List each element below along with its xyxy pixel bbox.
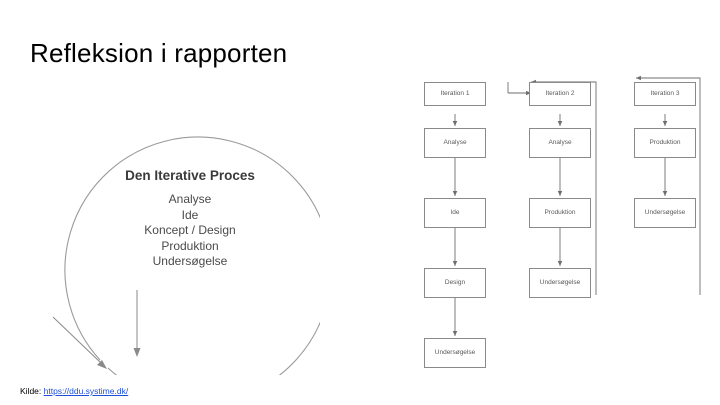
flow-box-iteration1-analyse: Analyse [424,128,486,158]
circle-step-analyse: Analyse [168,192,212,206]
iteration-flowchart: Iteration 1 Analyse Ide Design Undersøge… [400,70,710,390]
source-link[interactable]: https://ddu.systime.dk/ [43,386,129,396]
tail-arrow-head [97,360,107,369]
flow-box-iteration2-undersoegelse: Undersøgelse [529,268,591,298]
flow-header-iteration-1: Iteration 1 [424,82,486,106]
circle-step-ide: Ide [181,207,199,222]
circle-step-produktion: Produktion [161,238,219,253]
flow-box-iteration1-design: Design [424,268,486,298]
inner-arrow-head [133,348,141,357]
circle-arrow-graphic [52,136,320,375]
flow-box-iteration3-undersoegelse: Undersøgelse [634,198,696,228]
iterative-process-circle-diagram: Den Iterative Proces Analyse Ide Koncept… [45,85,320,375]
circle-heading: Den Iterative Proces [125,168,255,183]
flow-box-iteration2-produktion: Produktion [529,198,591,228]
circle-text-block: Den Iterative Proces Analyse Ide Koncept… [100,168,280,270]
flow-header-iteration-3: Iteration 3 [634,82,696,106]
flow-box-iteration2-analyse: Analyse [529,128,591,158]
circle-step-koncept-design: Koncept / Design [144,223,236,237]
circle-step-undersoegelse: Undersøgelse [152,254,228,268]
source-credit: Kilde: https://ddu.systime.dk/ [20,386,128,396]
flow-box-iteration1-undersoegelse: Undersøgelse [424,338,486,368]
source-label: Kilde: [20,386,44,396]
page-title: Refleksion i rapporten [30,38,288,68]
circle-outline [64,136,320,375]
tail-arrow-line [52,316,102,364]
flow-box-iteration1-ide: Ide [424,198,486,228]
flow-header-iteration-2: Iteration 2 [529,82,591,106]
flow-box-iteration3-produktion: Produktion [634,128,696,158]
